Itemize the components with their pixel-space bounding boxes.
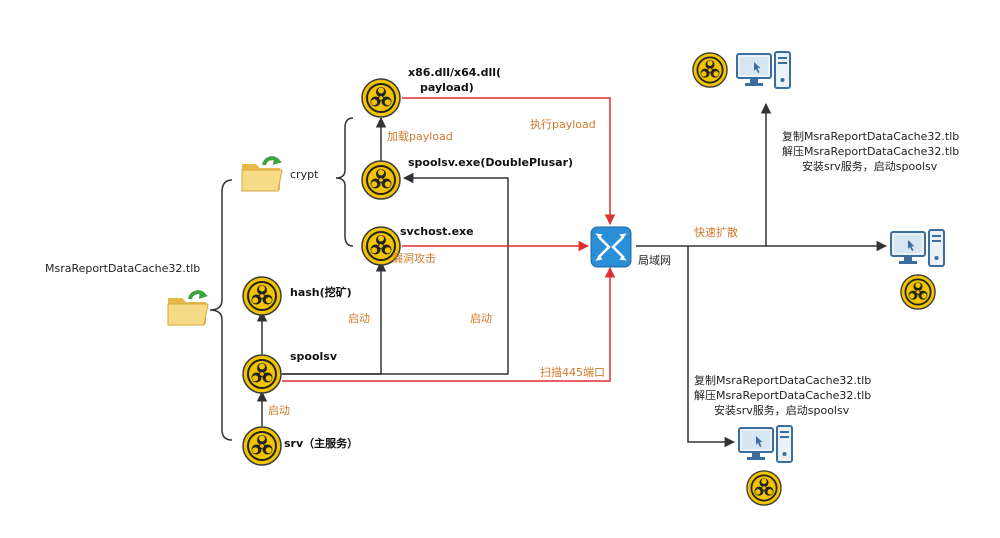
load-payload-label: 加载payload xyxy=(387,130,453,143)
exec-payload-label: 执行payload xyxy=(530,117,596,131)
crypt-brace xyxy=(335,117,354,247)
start-label: 启动 xyxy=(470,312,492,325)
biohazard-icon xyxy=(900,274,936,310)
computer-icon xyxy=(890,229,945,267)
biohazard-icon xyxy=(746,470,782,506)
note-line: 安装srv服务，启动spoolsv xyxy=(802,159,938,173)
biohazard-icon xyxy=(242,354,282,394)
biohazard-icon xyxy=(242,426,282,466)
edge-scan-445 xyxy=(282,266,616,382)
edge-spoolsv-spoolsvexe xyxy=(282,172,509,375)
spoolsv-label: spoolsv xyxy=(290,350,338,363)
svchost-label: svchost.exe xyxy=(400,225,474,238)
note-line: 复制MsraReportDataCache32.tlb xyxy=(782,129,959,143)
biohazard-icon xyxy=(361,78,401,118)
edge-spread-bottom xyxy=(687,246,736,448)
note-bottom: 复制MsraReportDataCache32.tlb 解压MsraReport… xyxy=(694,373,871,417)
network-switch-icon xyxy=(590,226,632,268)
crypt-label: crypt xyxy=(290,168,319,181)
tlb-file-label: MsraReportDataCache32.tlb xyxy=(45,262,200,275)
exploit-label: 漏洞攻击 xyxy=(392,251,436,265)
note-line: 解压MsraReportDataCache32.tlb xyxy=(694,388,871,402)
start-label: 启动 xyxy=(268,404,290,417)
computer-icon xyxy=(738,425,793,463)
computer-icon xyxy=(736,51,791,89)
spoolsv-exe-label: spoolsv.exe(DoublePlusar) xyxy=(408,156,573,169)
srv-label: srv（主服务） xyxy=(284,436,358,450)
note-line: 复制MsraReportDataCache32.tlb xyxy=(694,373,871,387)
edge-spread-top xyxy=(636,102,772,247)
payload-label-line2: payload) xyxy=(420,81,474,94)
start-label: 启动 xyxy=(348,312,370,325)
edge-exec-payload xyxy=(402,97,616,226)
big-brace xyxy=(209,179,233,441)
hash-label: hash(挖矿) xyxy=(290,285,352,299)
folder-icon xyxy=(240,154,284,193)
lan-label: 局域网 xyxy=(638,254,671,267)
note-line: 解压MsraReportDataCache32.tlb xyxy=(782,144,959,158)
biohazard-icon xyxy=(361,160,401,200)
biohazard-icon xyxy=(242,276,282,316)
folder-icon xyxy=(166,288,210,327)
spread-label: 快速扩散 xyxy=(694,225,738,239)
note-line: 安装srv服务，启动spoolsv xyxy=(714,403,850,417)
biohazard-icon xyxy=(692,52,728,88)
note-top: 复制MsraReportDataCache32.tlb 解压MsraReport… xyxy=(782,129,959,173)
scan-445-label: 扫描445端口 xyxy=(540,365,605,379)
payload-label-line1: x86.dll/x64.dll( xyxy=(408,66,501,79)
